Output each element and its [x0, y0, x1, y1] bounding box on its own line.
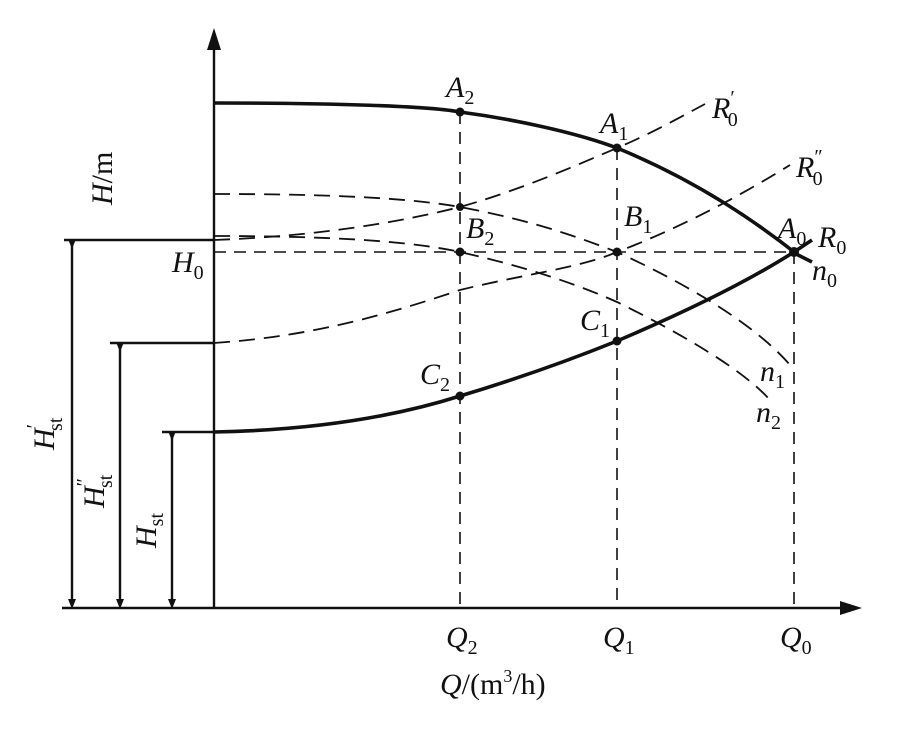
point-c1-dot — [612, 336, 622, 346]
label-hst: Hst — [130, 513, 168, 549]
vertical-axis-arrowhead — [207, 28, 221, 50]
point-a2-dot — [455, 107, 465, 117]
system-curve-r0-double-prime — [213, 164, 791, 344]
point-b1-dot — [612, 247, 622, 257]
tick-label-q0: Q0 — [780, 621, 812, 659]
pump-curve-n0 — [213, 101, 813, 264]
point-c2-dot — [455, 391, 465, 401]
label-r0-double-prime: R″0 — [795, 146, 823, 190]
horizontal-axis-arrowhead — [840, 601, 862, 615]
pump-curve-n1 — [213, 193, 791, 366]
h0-label: H0 — [171, 246, 204, 284]
label-hst-double-prime: H″st — [73, 474, 117, 509]
label-c2: C2 — [420, 358, 450, 396]
label-r0-prime: R′0 — [711, 87, 738, 131]
label-r0: R0 — [817, 221, 846, 259]
label-a0: A0 — [776, 212, 806, 250]
label-n1: n1 — [760, 355, 785, 393]
label-a2: A2 — [444, 71, 474, 109]
label-b2: B2 — [466, 212, 494, 250]
x-axis-label: Q/(m3/h) — [440, 666, 546, 701]
tick-label-q2: Q2 — [446, 621, 478, 659]
point-b2-dot — [455, 247, 465, 257]
label-n0: n0 — [812, 254, 837, 292]
point-a1-dot — [612, 143, 622, 153]
label-c1: C1 — [580, 304, 610, 342]
y-axis-label: H/m — [86, 152, 119, 206]
tick-label-q1: Q1 — [603, 621, 635, 659]
label-hst-prime: H′st — [23, 417, 67, 451]
label-n2: n2 — [756, 396, 781, 434]
system-curve-r0-prime — [213, 103, 706, 241]
point-a0-dot — [789, 247, 799, 257]
label-b1: B1 — [624, 200, 652, 238]
system-curve-r0 — [213, 238, 813, 434]
point-n1-r0prime-dot — [456, 203, 464, 211]
pump-curve-n2 — [213, 235, 771, 401]
label-a1: A1 — [598, 107, 628, 145]
